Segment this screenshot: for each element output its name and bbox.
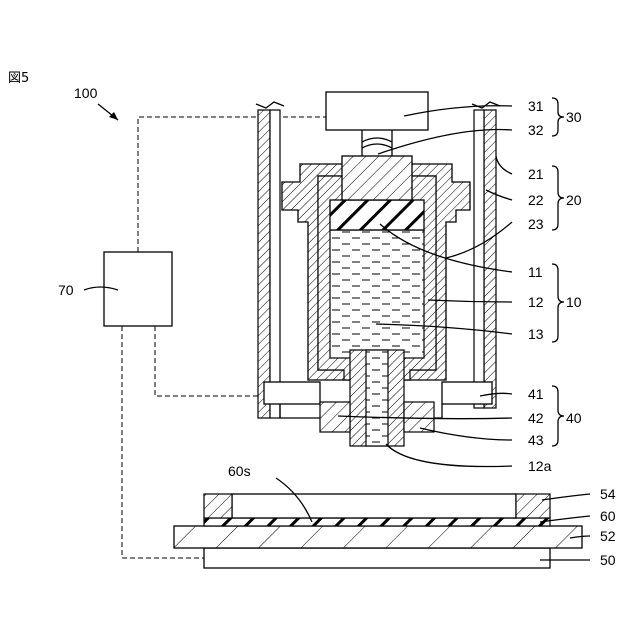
leader-21 — [496, 156, 512, 174]
film-layer — [204, 518, 550, 526]
liquid-material — [330, 230, 424, 358]
push-rod — [342, 156, 412, 200]
actuator-box — [326, 92, 428, 130]
wall-left-inner — [258, 110, 270, 418]
wall-break-left — [256, 102, 284, 108]
sensor-block-left — [320, 402, 350, 432]
brace-40 — [552, 386, 564, 446]
label-70: 70 — [58, 282, 74, 298]
label-40: 40 — [566, 410, 582, 426]
label-31: 31 — [528, 98, 544, 114]
label-23: 23 — [528, 216, 544, 232]
stage-plate — [174, 526, 582, 548]
nozzle-channel — [366, 350, 388, 446]
assembly-label: 100 — [74, 85, 98, 101]
label-52: 52 — [600, 528, 616, 544]
frame-right — [516, 494, 550, 518]
wall-left-outer — [270, 110, 280, 418]
wall-right-inner — [484, 110, 496, 408]
shaft-break — [362, 138, 392, 148]
heater-right — [442, 382, 492, 404]
label-30: 30 — [566, 109, 582, 125]
label-41: 41 — [528, 386, 544, 402]
label-50: 50 — [600, 552, 616, 568]
label-11: 11 — [528, 264, 543, 280]
frame-inner — [232, 494, 516, 518]
label-22: 22 — [528, 192, 544, 208]
label-12a: 12a — [528, 458, 552, 474]
label-21: 21 — [528, 166, 544, 182]
heater-left — [264, 382, 320, 404]
label-43: 43 — [528, 432, 544, 448]
stage-base — [204, 548, 550, 568]
frame-left — [204, 494, 232, 518]
brace-20 — [552, 166, 564, 230]
control-line-bottom — [122, 326, 204, 558]
label-10: 10 — [566, 294, 582, 310]
brace-10 — [552, 264, 564, 342]
label-60s: 60s — [228, 463, 251, 479]
sensor-block-right — [404, 402, 434, 432]
wall-right-outer — [474, 110, 484, 408]
shaft-lines — [362, 130, 392, 156]
figure-label: 図5 — [8, 71, 29, 86]
leader-12a — [386, 444, 512, 467]
control-line-mid — [155, 326, 262, 396]
label-60: 60 — [600, 508, 616, 524]
wall-break-right — [472, 102, 500, 108]
label-12: 12 — [528, 294, 544, 310]
piston — [330, 200, 424, 230]
label-54: 54 — [600, 486, 616, 502]
label-20: 20 — [566, 192, 582, 208]
label-32: 32 — [528, 122, 544, 138]
label-42: 42 — [528, 410, 544, 426]
brace-30 — [552, 98, 564, 136]
label-13: 13 — [528, 326, 544, 342]
